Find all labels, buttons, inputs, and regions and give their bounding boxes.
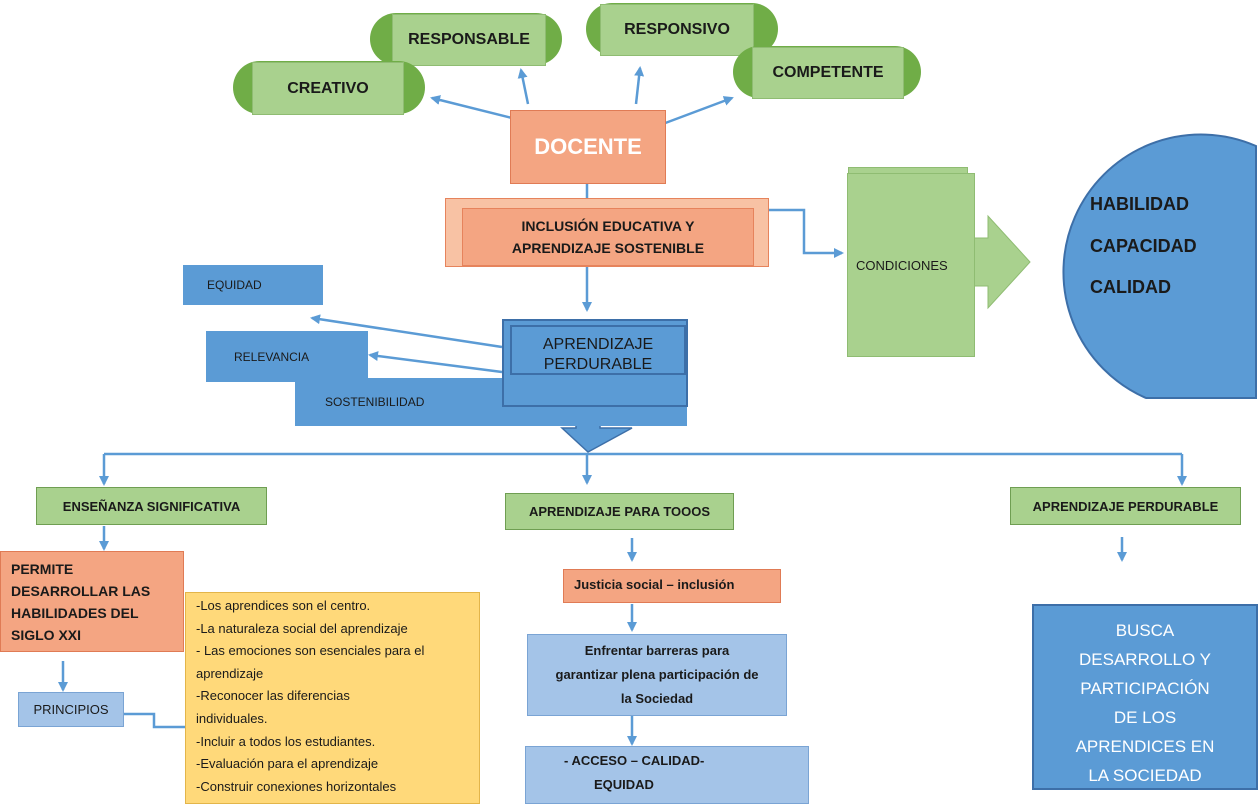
inclusion-line-1: INCLUSIÓN EDUCATIVA Y bbox=[521, 218, 695, 234]
enfrentar-box: Enfrentar barreras para garantizar plena… bbox=[527, 634, 787, 716]
permite-line-2: DESARROLLAR LAS bbox=[11, 583, 151, 599]
justicia-box: Justicia social – inclusión bbox=[563, 569, 781, 603]
principio-item: -La naturaleza social del aprendizaje bbox=[196, 620, 408, 636]
permite-line-4: SIGLO XXI bbox=[11, 627, 82, 643]
enfrentar-line-3: la Sociedad bbox=[620, 691, 694, 706]
permite-box: PERMITE DESARROLLAR LAS HABILIDADES DEL … bbox=[0, 551, 184, 652]
principio-item: -Incluir a todos los estudiantes. bbox=[196, 733, 376, 749]
acceso-line-1: - ACCESO – CALIDAD- bbox=[564, 753, 705, 768]
branch-ensenanza-significativa: ENSEÑANZA SIGNIFICATIVA bbox=[36, 487, 267, 525]
principio-item: -Construir conexiones horizontales bbox=[196, 778, 397, 794]
enfrentar-line-2: garantizar plena participación de bbox=[555, 667, 759, 682]
busca-line-6: LA SOCIEDAD bbox=[1088, 766, 1202, 785]
principio-item: individuales. bbox=[196, 710, 268, 726]
aprendizaje-line-1: APRENDIZAJE bbox=[542, 336, 654, 353]
principio-item: - Las emociones son esenciales para el bbox=[196, 643, 425, 659]
busca-line-4: DE LOS bbox=[1113, 708, 1177, 727]
principios-box: PRINCIPIOS bbox=[18, 692, 124, 727]
capabilities-shape bbox=[1062, 133, 1257, 399]
relevancia-box: RELEVANCIA bbox=[206, 331, 368, 382]
equidad-box: EQUIDAD bbox=[183, 265, 323, 305]
acceso-line-2: EQUIDAD bbox=[594, 777, 654, 792]
quality-competente: COMPETENTE bbox=[752, 47, 904, 99]
enfrentar-line-1: Enfrentar barreras para bbox=[584, 643, 730, 658]
busca-line-5: APRENDICES EN bbox=[1075, 737, 1215, 756]
busca-box: BUSCA DESARROLLO Y PARTICIPACIÓN DE LOS … bbox=[1032, 604, 1258, 790]
equidad-label: EQUIDAD bbox=[207, 278, 262, 292]
circle-item-calidad: CALIDAD bbox=[1090, 277, 1171, 297]
condiciones-arrow bbox=[973, 214, 1031, 310]
busca-line-2: DESARROLLO Y bbox=[1079, 650, 1211, 669]
principio-item: -Los aprendices son el centro. bbox=[196, 598, 371, 613]
inclusion-box: INCLUSIÓN EDUCATIVA Y APRENDIZAJE SOSTEN… bbox=[462, 208, 754, 266]
inclusion-line-2: APRENDIZAJE SOSTENIBLE bbox=[511, 240, 705, 256]
quality-creativo: CREATIVO bbox=[252, 62, 404, 115]
relevancia-label: RELEVANCIA bbox=[234, 349, 310, 364]
principios-list-box: -Los aprendices son el centro. -La natur… bbox=[185, 592, 480, 804]
branch-aprendizaje-perdurable: APRENDIZAJE PERDURABLE bbox=[1010, 487, 1241, 525]
docente-box: DOCENTE bbox=[510, 110, 666, 184]
permite-line-3: HABILIDADES DEL bbox=[11, 605, 139, 621]
circle-item-habilidad: HABILIDAD bbox=[1090, 194, 1189, 214]
branch-aprendizaje-para-todos: APRENDIZAJE PARA TOOOS bbox=[505, 493, 734, 530]
aprendizaje-line-2: PERDURABLE bbox=[543, 356, 653, 373]
permite-line-1: PERMITE bbox=[11, 561, 74, 577]
busca-line-1: BUSCA bbox=[1115, 621, 1175, 640]
aprendizaje-perdurable-inner: APRENDIZAJE PERDURABLE bbox=[510, 325, 686, 375]
busca-line-3: PARTICIPACIÓN bbox=[1080, 679, 1210, 698]
quality-responsivo: RESPONSIVO bbox=[600, 4, 754, 56]
condiciones-box: CONDICIONES bbox=[847, 173, 975, 357]
sostenibilidad-label: SOSTENIBILIDAD bbox=[325, 395, 425, 409]
circle-item-capacidad: CAPACIDAD bbox=[1090, 236, 1197, 256]
principio-item: -Evaluación para el aprendizaje bbox=[196, 756, 379, 772]
principio-item: aprendizaje bbox=[196, 665, 264, 681]
principio-item: -Reconocer las diferencias bbox=[196, 688, 350, 704]
quality-responsable: RESPONSABLE bbox=[392, 14, 546, 66]
acceso-box: - ACCESO – CALIDAD- EQUIDAD bbox=[525, 746, 809, 804]
